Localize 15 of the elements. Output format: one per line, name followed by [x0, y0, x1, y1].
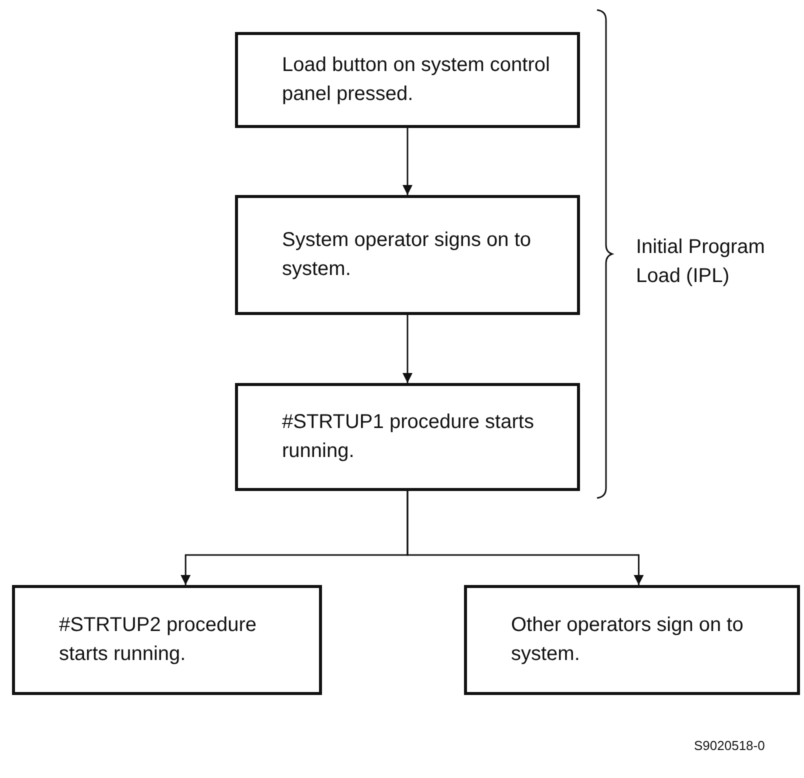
figure-code: S9020518-0	[694, 738, 766, 754]
box-text: Load button on system control panel pressed.	[282, 53, 551, 107]
process-box	[235, 195, 580, 315]
bracket-label: Initial Program Load (IPL)	[636, 235, 766, 289]
process-box	[235, 32, 580, 128]
arrow	[406, 491, 644, 585]
box-text: #STRTUP2 procedure starts running.	[59, 613, 258, 667]
arrow	[402, 128, 412, 195]
process-box	[12, 585, 322, 695]
arrow	[402, 315, 412, 383]
box-text: Other operators sign on to system.	[511, 613, 744, 667]
process-box	[464, 585, 800, 695]
box-text: #STRTUP1 procedure starts running.	[282, 410, 535, 464]
box-text: System operator signs on to system.	[282, 228, 532, 282]
process-box	[235, 383, 580, 491]
